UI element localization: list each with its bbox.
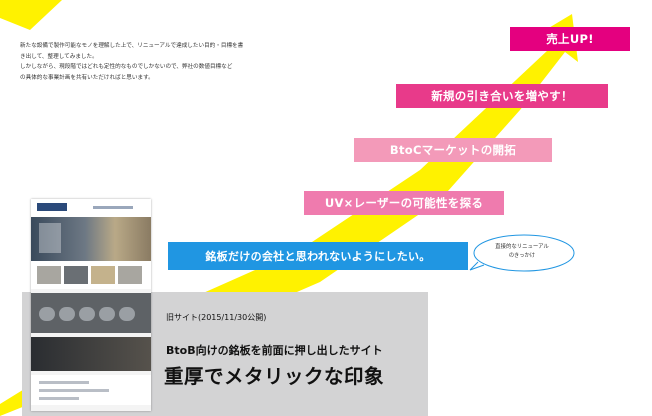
product-image	[79, 307, 95, 321]
site-product-band	[31, 293, 151, 333]
bubble-line: のきっかけ	[508, 252, 536, 259]
site-footer	[31, 375, 151, 405]
product-image	[39, 307, 55, 321]
goal-new-inquiries: 新規の引き合いを増やす！	[396, 84, 608, 108]
thumbnail	[91, 266, 115, 284]
goal-beyond-nameplates: 銘板だけの会社と思われないようにしたい。	[168, 242, 468, 270]
goal-btoc-market: BtoCマーケットの開拓	[354, 138, 552, 162]
intro-line: 新たな設備で製作可能なモノを理解した上で、リニューアルで達成したい目的・目標を書	[20, 43, 244, 49]
hero-calligraphy	[39, 223, 61, 253]
goal-uv-laser: UV×レーザーの可能性を探る	[304, 191, 504, 215]
site-thumbnails	[31, 261, 151, 289]
product-image	[119, 307, 135, 321]
old-site-screenshot	[31, 199, 151, 411]
old-site-subtitle: BtoB向けの銘板を前面に押し出したサイト	[166, 344, 383, 357]
speech-bubble	[469, 234, 575, 272]
bubble-line: 直接的なリニューアル	[495, 244, 549, 250]
intro-line: き出して、整理してみました。	[20, 53, 98, 60]
site-logo	[37, 203, 67, 211]
top-left-yellow-corner	[0, 0, 62, 30]
site-hero-image	[31, 217, 151, 261]
site-dark-section	[31, 337, 151, 371]
thumbnail	[64, 266, 88, 284]
product-image	[59, 307, 75, 321]
thumbnail	[37, 266, 61, 284]
footer-line	[39, 381, 89, 384]
site-nav	[93, 206, 133, 209]
thumbnail	[118, 266, 142, 284]
old-site-label: 旧サイト(2015/11/30公開)	[166, 313, 267, 322]
footer-line	[39, 397, 79, 400]
old-site-headline: 重厚でメタリックな印象	[164, 365, 385, 388]
speech-bubble-text: 直接的なリニューアル のきっかけ	[472, 243, 572, 260]
intro-line: しかしながら、現段階ではどれも定性的なものでしかないので、弊社の数値目標など	[20, 64, 233, 70]
site-header	[31, 199, 151, 217]
footer-line	[39, 389, 109, 392]
intro-line: の具体的な事業計画を共有いただければと思います。	[20, 74, 154, 81]
intro-paragraph: 新たな設備で製作可能なモノを理解した上で、リニューアルで達成したい目的・目標を書…	[20, 41, 278, 83]
product-image	[99, 307, 115, 321]
goal-sales-up: 売上UP!	[510, 27, 630, 51]
